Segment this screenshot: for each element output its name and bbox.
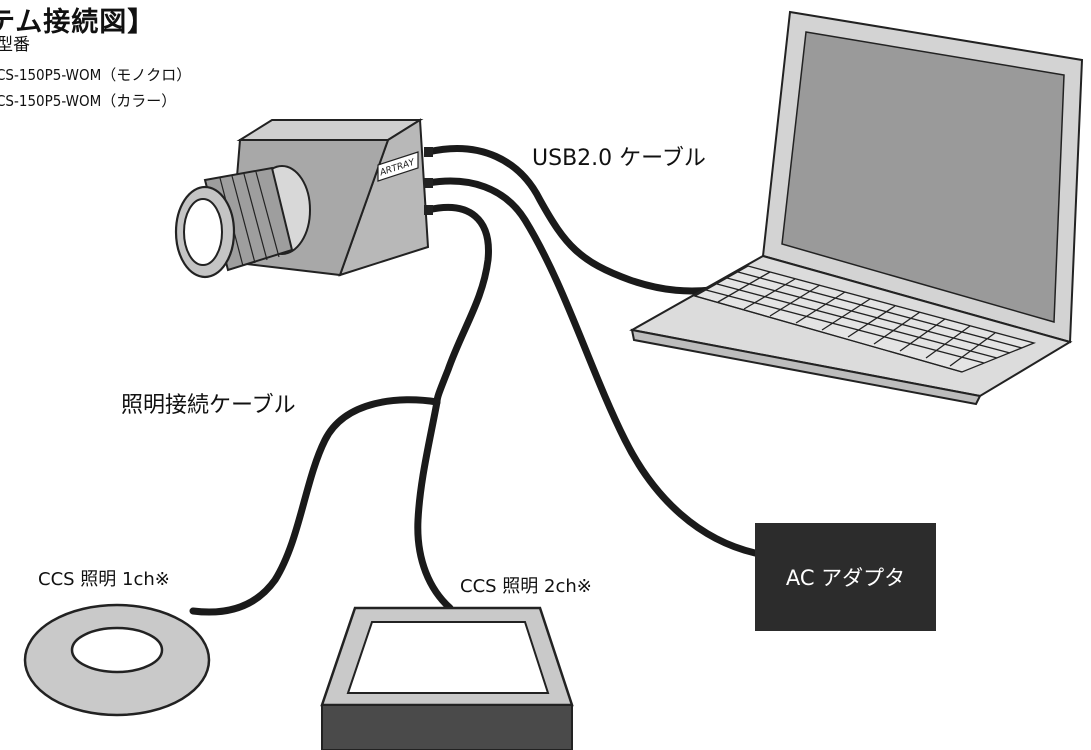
light-2-label: CCS 照明 2ch※ xyxy=(460,576,592,597)
usb-cable xyxy=(424,145,716,295)
camera-port-light xyxy=(424,205,433,215)
model-heading: 型番 xyxy=(0,35,30,55)
light-cable xyxy=(424,203,492,406)
light-cable-branch-2 xyxy=(414,398,454,612)
ring-light xyxy=(23,603,211,717)
ac-cable xyxy=(424,177,759,557)
model-color: CS-150P5-WOM（カラー） xyxy=(0,92,177,110)
light-cable-label: 照明接続ケーブル xyxy=(121,393,296,418)
camera: ARTRAY xyxy=(174,118,433,279)
ac-adapter-label: AC アダプタ xyxy=(785,566,906,590)
cables xyxy=(189,145,759,616)
camera-port-usb xyxy=(424,147,433,157)
box-light xyxy=(320,606,574,750)
diagram-title: テム接続図】 xyxy=(0,7,156,38)
laptop-screen xyxy=(781,31,1065,323)
laptop xyxy=(629,10,1084,406)
camera-port-power xyxy=(424,178,433,188)
model-mono: CS-150P5-WOM（モノクロ） xyxy=(0,66,192,84)
light-cable-branch-1 xyxy=(189,396,441,616)
usb-cable-label: USB2.0 ケーブル xyxy=(532,146,706,171)
laptop-keyboard xyxy=(693,265,1037,373)
ac-adapter: AC アダプタ xyxy=(755,523,936,631)
lens-front-inner xyxy=(183,198,223,266)
laptop-base-edge xyxy=(630,328,982,406)
lens-grip-lines xyxy=(219,171,280,267)
light-1-label: CCS 照明 1ch※ xyxy=(38,569,170,590)
